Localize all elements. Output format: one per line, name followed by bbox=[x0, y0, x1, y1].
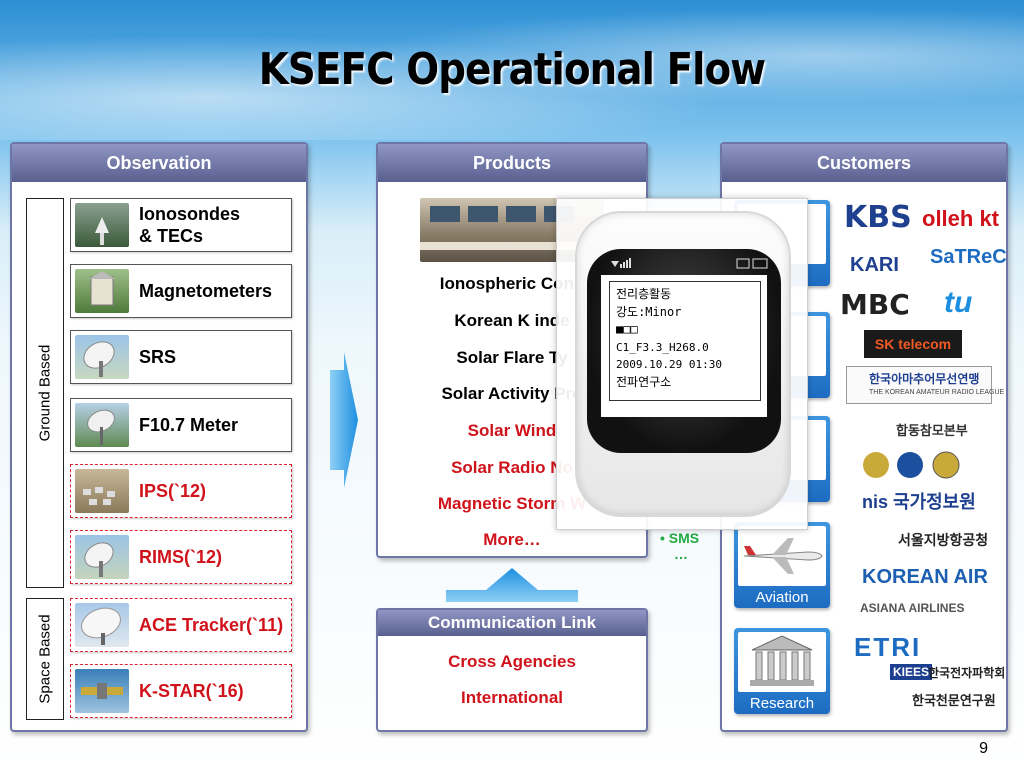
comm-cross-agencies: Cross Agencies bbox=[448, 652, 576, 671]
olleh-kt-logo: olleh kt bbox=[922, 206, 1000, 231]
page-title: KSEFC Operational Flow bbox=[258, 44, 766, 95]
communication-panel: Communication Link Cross Agencies Intern… bbox=[376, 608, 648, 732]
phone-body: 전리층활동 강도:Minor ■□□ C1_F3.3_H268.0 2009.1… bbox=[575, 211, 791, 517]
airplane-icon bbox=[743, 538, 823, 574]
asiana-logo: ASIANA AIRLINES bbox=[860, 601, 965, 615]
product-solar-wind: Solar Wind bbox=[467, 421, 557, 440]
sk-telecom-logo: SK telecom bbox=[864, 330, 962, 358]
obs-item-ionosondes[interactable]: Ionosondes & TECs bbox=[70, 198, 292, 252]
korean-air-logo: KOREAN AIR bbox=[862, 566, 988, 588]
sms-bullet: • SMS bbox=[660, 530, 700, 546]
ground-based-label: Ground Based bbox=[26, 198, 64, 588]
product-solar-radio: Solar Radio No bbox=[451, 458, 573, 477]
product-magnetic-storm: Magnetic Storm W bbox=[437, 494, 587, 513]
obs-item-srs[interactable]: SRS bbox=[70, 330, 292, 384]
obs-item-ace-tracker[interactable]: ACE Tracker(`11) bbox=[70, 598, 292, 652]
etri-logo: ETRI bbox=[854, 632, 922, 662]
sms-more: … bbox=[674, 546, 688, 562]
f107-dish-photo bbox=[75, 403, 129, 447]
product-more: More… bbox=[483, 530, 541, 549]
customer-box-aviation[interactable]: Aviation bbox=[734, 522, 830, 608]
space-based-label: Space Based bbox=[26, 598, 64, 720]
srs-dish-photo bbox=[75, 335, 129, 379]
obs-item-kstar[interactable]: K-STAR(`16) bbox=[70, 664, 292, 718]
phone-status-bar bbox=[611, 258, 768, 269]
products-header: Products bbox=[378, 144, 646, 182]
kbs-logo: KBS bbox=[844, 200, 912, 235]
seoul-aviation-logo: 서울지방항공청 bbox=[898, 532, 989, 548]
flow-arrow-right-icon bbox=[330, 352, 358, 488]
rims-dish-photo bbox=[75, 535, 129, 579]
phone-screen: 전리층활동 강도:Minor ■□□ C1_F3.3_H268.0 2009.1… bbox=[601, 275, 767, 417]
kasi-logo: 한국천문연구원 bbox=[912, 693, 996, 708]
kari-logo: KARI bbox=[850, 254, 899, 276]
sms-message: 전리층활동 강도:Minor ■□□ C1_F3.3_H268.0 2009.1… bbox=[609, 281, 761, 401]
product-korean-k: Korean K inde bbox=[454, 311, 570, 330]
ips-array-photo bbox=[75, 469, 129, 513]
satrec-logo: SaTReC bbox=[930, 246, 1007, 268]
jcs-logo: 합동참모본부 bbox=[896, 423, 968, 438]
nis-logo: nis 국가정보원 bbox=[862, 492, 976, 512]
page-number: 9 bbox=[979, 740, 988, 757]
military-emblems-icon bbox=[862, 448, 982, 482]
institution-building-icon bbox=[750, 635, 814, 686]
kiees-logo: 한국전자파학회 bbox=[928, 666, 1006, 680]
obs-item-ips[interactable]: IPS(`12) bbox=[70, 464, 292, 518]
customers-header: Customers bbox=[722, 144, 1006, 182]
kstar-satellite-photo bbox=[75, 669, 129, 713]
ace-tracker-photo bbox=[75, 603, 129, 647]
magnetometer-photo bbox=[75, 269, 129, 313]
product-solar-flare: Solar Flare Ty bbox=[456, 348, 568, 367]
obs-item-magnetometers[interactable]: Magnetometers bbox=[70, 264, 292, 318]
product-ionospheric: Ionospheric Cond bbox=[439, 274, 585, 293]
ionosonde-photo bbox=[75, 203, 129, 247]
customer-box-research[interactable]: Research bbox=[734, 628, 830, 714]
product-solar-activity: Solar Activity Pro bbox=[441, 384, 583, 403]
comm-international: International bbox=[460, 688, 563, 707]
kiees-badge: KIEES bbox=[890, 664, 933, 680]
obs-item-f107-meter[interactable]: F10.7 Meter bbox=[70, 398, 292, 452]
sms-phone-overlay: 전리층활동 강도:Minor ■□□ C1_F3.3_H268.0 2009.1… bbox=[556, 198, 808, 530]
communication-header: Communication Link bbox=[378, 610, 646, 636]
mbc-logo: MBC bbox=[840, 288, 910, 321]
tu-logo: tu bbox=[944, 286, 973, 319]
flow-arrow-up-icon bbox=[446, 568, 578, 602]
obs-item-rims[interactable]: RIMS(`12) bbox=[70, 530, 292, 584]
background-sky bbox=[0, 0, 1024, 140]
observation-header: Observation bbox=[12, 144, 306, 182]
karl-logo: 한국아마추어무선연맹 THE KOREAN AMATEUR RADIO LEAG… bbox=[846, 366, 1004, 404]
